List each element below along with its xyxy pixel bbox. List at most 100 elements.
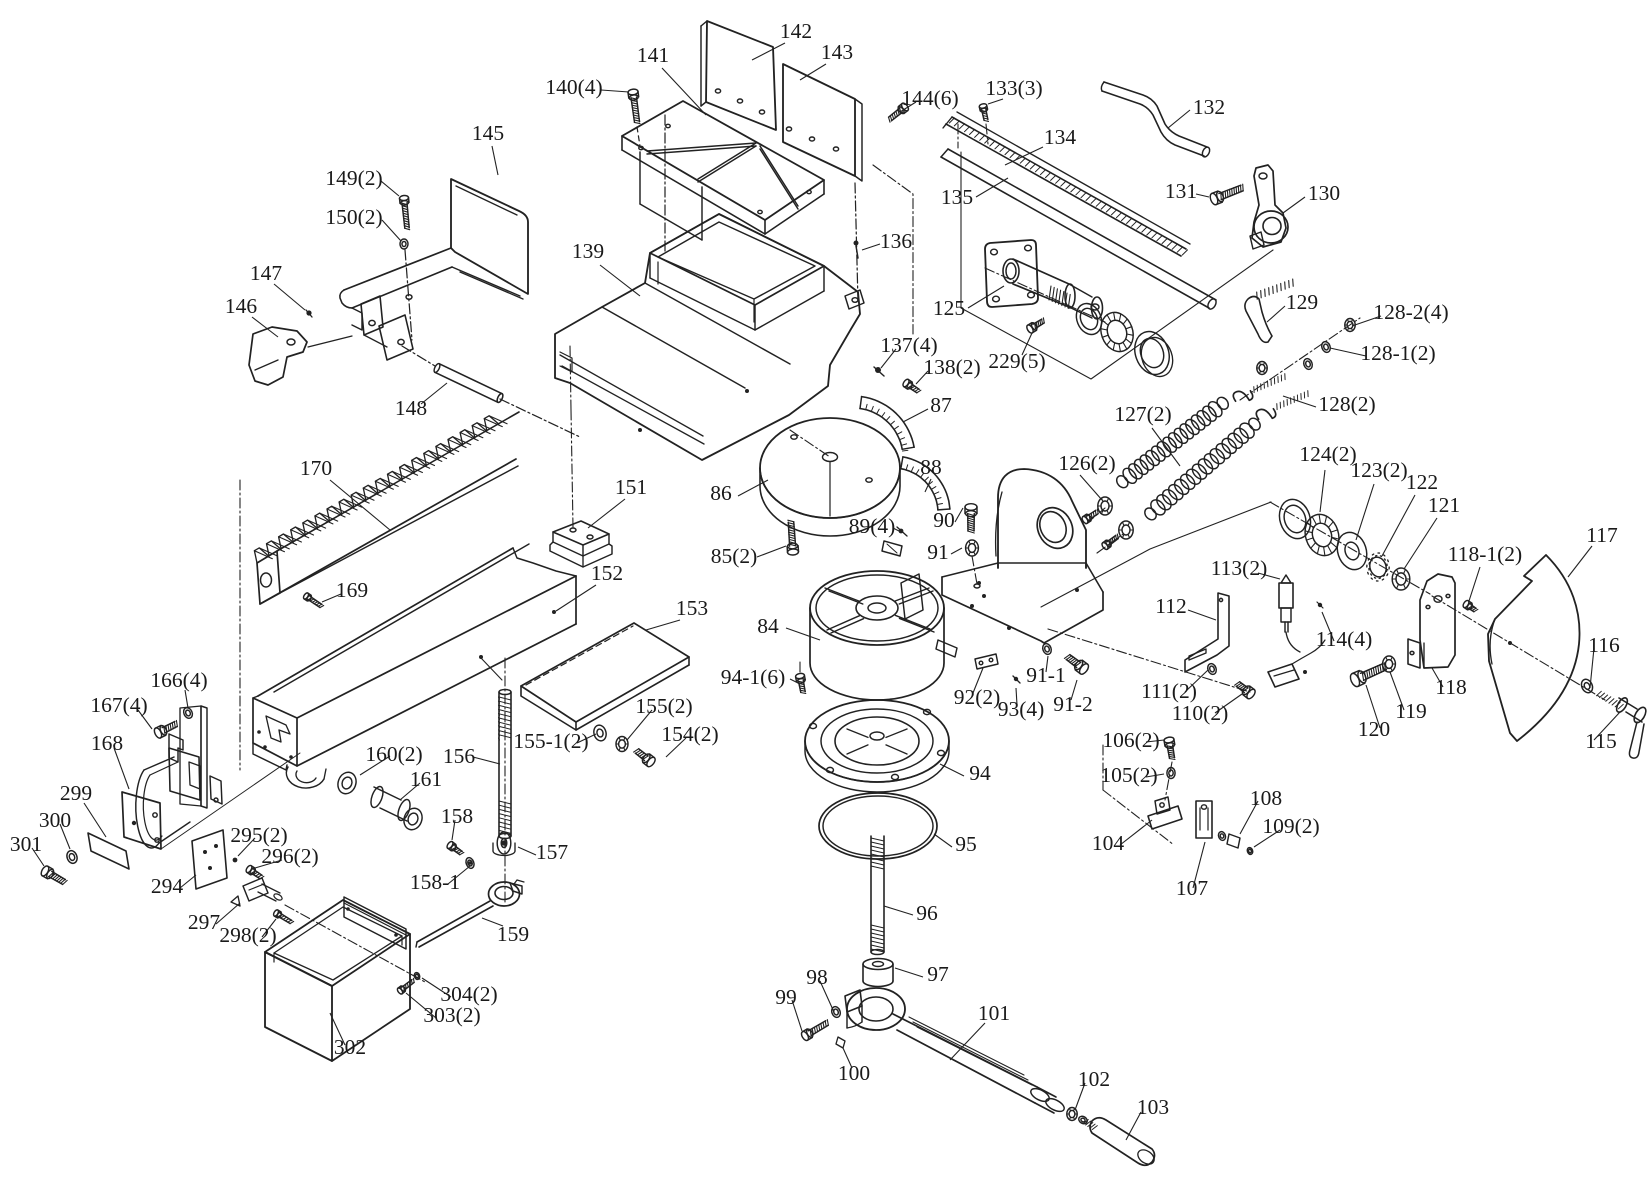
svg-text:121: 121 — [1428, 493, 1460, 517]
svg-text:299: 299 — [60, 781, 92, 805]
svg-text:107: 107 — [1176, 876, 1209, 900]
svg-text:130: 130 — [1308, 181, 1340, 205]
svg-text:92(2): 92(2) — [954, 685, 1001, 709]
svg-text:91-2: 91-2 — [1053, 692, 1092, 716]
svg-text:136: 136 — [880, 229, 913, 253]
svg-text:155-1(2): 155-1(2) — [513, 729, 588, 753]
svg-text:112: 112 — [1155, 594, 1186, 618]
svg-text:120: 120 — [1358, 717, 1390, 741]
svg-text:100: 100 — [838, 1061, 870, 1085]
svg-text:139: 139 — [572, 239, 604, 263]
svg-text:115: 115 — [1585, 729, 1616, 753]
svg-text:294: 294 — [151, 874, 184, 898]
svg-text:159: 159 — [497, 922, 529, 946]
svg-text:89(4): 89(4) — [849, 514, 896, 538]
svg-text:300: 300 — [39, 808, 71, 832]
svg-text:128-2(4): 128-2(4) — [1373, 300, 1448, 324]
svg-text:302: 302 — [334, 1035, 366, 1059]
svg-text:94: 94 — [969, 761, 991, 785]
svg-text:117: 117 — [1586, 523, 1618, 547]
svg-text:133(3): 133(3) — [985, 76, 1042, 100]
svg-text:119: 119 — [1395, 699, 1426, 723]
svg-text:160(2): 160(2) — [365, 742, 422, 766]
svg-text:116: 116 — [1588, 633, 1620, 657]
svg-text:158: 158 — [441, 804, 473, 828]
svg-text:109(2): 109(2) — [1262, 814, 1319, 838]
svg-text:301: 301 — [10, 832, 42, 856]
svg-text:108: 108 — [1250, 786, 1282, 810]
svg-text:118-1(2): 118-1(2) — [1448, 542, 1522, 566]
svg-text:168: 168 — [91, 731, 123, 755]
svg-text:156: 156 — [443, 744, 476, 768]
svg-text:149(2): 149(2) — [325, 166, 382, 190]
svg-text:127(2): 127(2) — [1114, 402, 1171, 426]
svg-text:98: 98 — [806, 965, 828, 989]
svg-text:140(4): 140(4) — [545, 75, 602, 99]
svg-text:84: 84 — [757, 614, 779, 638]
svg-text:134: 134 — [1044, 125, 1077, 149]
svg-text:297: 297 — [188, 910, 221, 934]
svg-text:153: 153 — [676, 596, 708, 620]
svg-text:143: 143 — [821, 40, 853, 64]
svg-text:142: 142 — [780, 19, 812, 43]
svg-text:110(2): 110(2) — [1172, 701, 1229, 725]
svg-text:154(2): 154(2) — [661, 722, 718, 746]
svg-text:111(2): 111(2) — [1141, 679, 1197, 703]
svg-text:170: 170 — [300, 456, 332, 480]
svg-text:146: 146 — [225, 294, 258, 318]
svg-text:124(2): 124(2) — [1299, 442, 1356, 466]
svg-text:125: 125 — [933, 296, 965, 320]
svg-text:161: 161 — [410, 767, 442, 791]
svg-text:132: 132 — [1193, 95, 1225, 119]
svg-text:131: 131 — [1165, 179, 1197, 203]
svg-text:85(2): 85(2) — [711, 544, 758, 568]
svg-text:166(4): 166(4) — [150, 668, 207, 692]
svg-text:106(2): 106(2) — [1102, 728, 1159, 752]
svg-text:113(2): 113(2) — [1211, 556, 1268, 580]
svg-text:137(4): 137(4) — [880, 333, 937, 357]
svg-text:155(2): 155(2) — [635, 694, 692, 718]
svg-text:129: 129 — [1286, 290, 1318, 314]
svg-text:101: 101 — [978, 1001, 1010, 1025]
svg-text:86: 86 — [710, 481, 732, 505]
svg-text:96: 96 — [916, 901, 938, 925]
svg-text:151: 151 — [615, 475, 647, 499]
svg-text:102: 102 — [1078, 1067, 1110, 1091]
svg-text:123(2): 123(2) — [1350, 458, 1407, 482]
svg-text:303(2): 303(2) — [423, 1003, 480, 1027]
svg-text:91-1: 91-1 — [1026, 663, 1065, 687]
svg-text:148: 148 — [395, 396, 427, 420]
svg-text:94-1(6): 94-1(6) — [721, 665, 785, 689]
svg-text:152: 152 — [591, 561, 623, 585]
svg-text:169: 169 — [336, 578, 368, 602]
svg-text:91: 91 — [927, 540, 949, 564]
svg-text:128(2): 128(2) — [1318, 392, 1375, 416]
svg-text:144(6): 144(6) — [901, 86, 958, 110]
svg-text:147: 147 — [250, 261, 283, 285]
svg-text:88: 88 — [920, 455, 942, 479]
svg-text:87: 87 — [930, 393, 952, 417]
svg-text:93(4): 93(4) — [998, 697, 1045, 721]
svg-text:158-1: 158-1 — [410, 870, 460, 894]
svg-text:298(2): 298(2) — [219, 923, 276, 947]
svg-text:114(4): 114(4) — [1316, 627, 1373, 651]
svg-text:145: 145 — [472, 121, 504, 145]
svg-text:118: 118 — [1435, 675, 1466, 699]
svg-text:99: 99 — [775, 985, 797, 1009]
svg-text:122: 122 — [1406, 470, 1438, 494]
svg-text:104: 104 — [1092, 831, 1125, 855]
svg-text:90: 90 — [933, 508, 955, 532]
svg-text:103: 103 — [1137, 1095, 1169, 1119]
svg-text:105(2): 105(2) — [1100, 763, 1157, 787]
svg-text:138(2): 138(2) — [923, 355, 980, 379]
svg-text:95: 95 — [955, 832, 977, 856]
svg-text:150(2): 150(2) — [325, 205, 382, 229]
svg-text:126(2): 126(2) — [1058, 451, 1115, 475]
svg-text:167(4): 167(4) — [90, 693, 147, 717]
svg-text:141: 141 — [637, 43, 669, 67]
svg-text:296(2): 296(2) — [261, 844, 318, 868]
svg-text:97: 97 — [927, 962, 949, 986]
svg-text:157: 157 — [536, 840, 569, 864]
svg-text:229(5): 229(5) — [988, 349, 1045, 373]
svg-text:128-1(2): 128-1(2) — [1360, 341, 1435, 365]
